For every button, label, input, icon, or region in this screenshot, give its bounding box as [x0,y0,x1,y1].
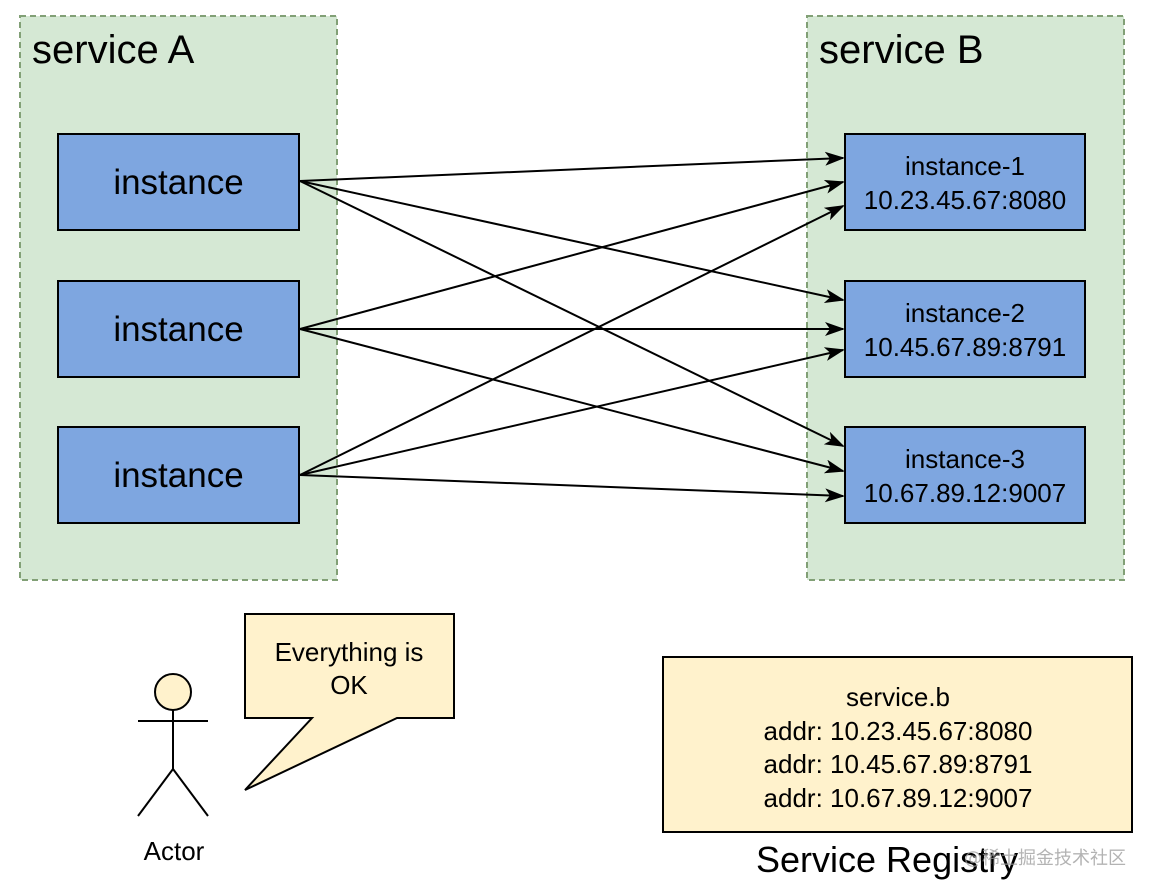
registry-line-addr-2: addr: 10.45.67.89:8791 [764,749,1033,779]
speech-bubble: Everything is OK [244,613,455,791]
arrow-a3-to-b1 [299,205,845,476]
speech-line-2: OK [330,670,368,700]
registry-caption: Service Registry [756,839,1018,880]
registry-line-addr-3: addr: 10.67.89.12:9007 [764,783,1033,813]
registry-box[interactable] [662,656,1133,833]
service-a-instance-2[interactable] [57,280,300,378]
registry-line-addr-1: addr: 10.23.45.67:8080 [764,716,1033,746]
arrow-a1-to-b3 [299,180,845,447]
actor-figure[interactable] [137,673,209,817]
service-b-instance-2-name: instance-2 [905,298,1025,328]
actor-left-leg [137,768,174,817]
service-b-instance-2[interactable] [844,280,1086,378]
service-b-instance-2-addr: 10.45.67.89:8791 [864,332,1066,362]
connection-arrows [299,151,845,503]
speech-line-1: Everything is [275,637,424,667]
arrow-a1-to-b1 [299,151,845,182]
service-b-instance-1-name: instance-1 [905,151,1025,181]
service-a-instance-3[interactable] [57,426,300,524]
service-b-group: service B instance-1 10.23.45.67:8080 in… [806,15,1125,581]
actor-right-leg [172,768,209,817]
actor-label: Actor [144,836,205,866]
arrow-a1-to-b2 [299,180,845,303]
actor-head [154,673,192,711]
service-a-title: service A [32,28,195,72]
service-b-instance-3-addr: 10.67.89.12:9007 [864,478,1066,508]
service-a-instance-1-label: instance [113,163,243,202]
service-a-instance-3-label: instance [113,456,243,495]
service-b-instance-3[interactable] [844,426,1086,524]
service-b-title: service B [819,28,984,72]
service-a-group: service A instance instance instance [19,15,338,581]
speech-bubble-shape [244,613,455,791]
service-b-instance-1-addr: 10.23.45.67:8080 [864,185,1066,215]
arrow-a2-to-b1 [299,179,845,330]
arrow-a3-to-b2 [299,347,845,476]
registry-line-service: service.b [846,682,950,712]
arrow-a3-to-b3 [299,474,845,503]
service-a-instance-2-label: instance [113,310,243,349]
watermark: @稀土掘金技术社区 [964,848,1126,869]
service-b-instance-3-name: instance-3 [905,444,1025,474]
service-registry: service.b addr: 10.23.45.67:8080 addr: 1… [662,656,1133,833]
service-b-instance-1[interactable] [844,133,1086,231]
arrow-a2-to-b3 [299,328,845,474]
service-a-instance-1[interactable] [57,133,300,231]
